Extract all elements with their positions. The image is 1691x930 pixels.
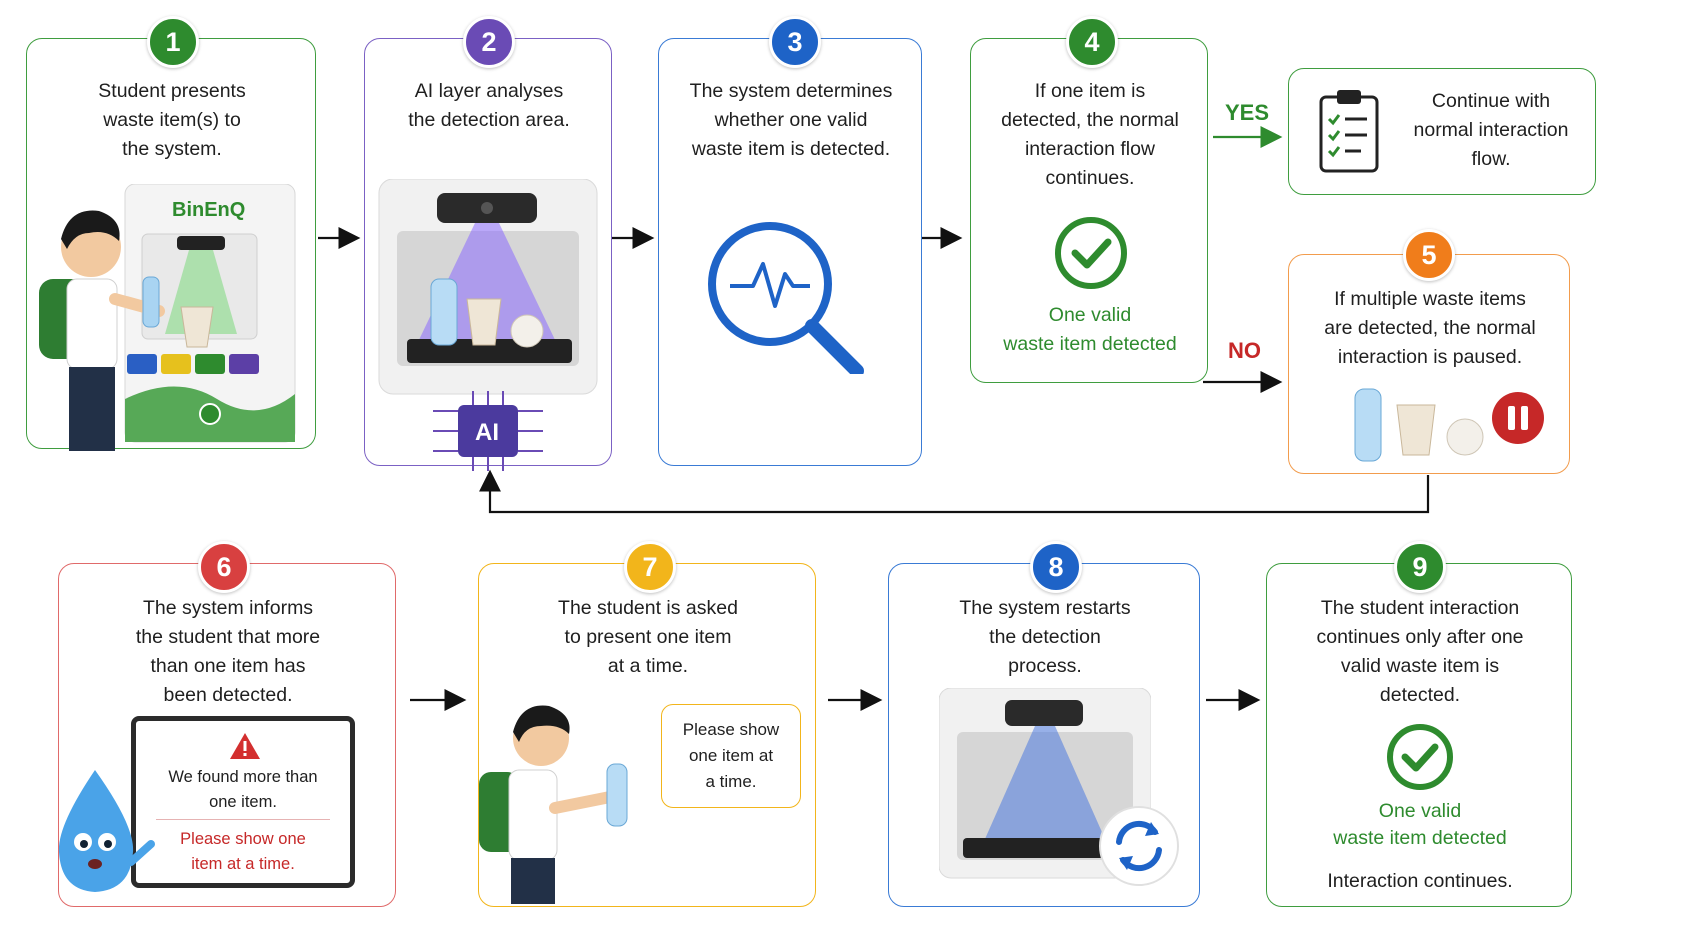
step-3-text: The system determines whether one valid … [689,80,893,160]
step-1-badge: 1 [147,16,199,68]
speech-bubble: Please show one item at a time. [661,704,801,808]
alert-instruction: Please show one item at a time. [180,830,306,873]
step-1-card: Student presents waste item(s) to the sy… [26,38,316,451]
ai-chip-label: AI [475,419,499,446]
warning-icon [230,733,260,759]
step-2-card: AI layer analyses the detection area. AI [364,38,612,471]
step-8-card: The system restarts the detection proces… [888,563,1200,907]
step-9-result: One valid waste item detected [1333,800,1507,849]
check-circle-icon [1055,217,1127,289]
step-6-text: The system informs the student that more… [135,597,321,706]
detection-chamber-restart-illustration [939,688,1151,879]
step-8-badge: 8 [1030,541,1082,593]
step-5-text: If multiple waste items are detected, th… [1324,288,1536,368]
refresh-icon [1099,806,1179,886]
pause-icon [1492,392,1544,444]
check-circle-icon [1387,724,1453,790]
search-pulse-icon [708,222,864,374]
alert-screen: We found more than one item. Please show… [131,716,355,888]
detection-chamber-illustration [378,179,598,395]
step-8-text: The system restarts the detection proces… [959,597,1131,677]
arrow-5-loop [479,469,1430,514]
continue-card: Continue with normal interaction flow. [1288,68,1596,195]
cup-illustration [180,306,214,348]
step-5-badge: 5 [1403,229,1455,281]
alert-message: We found more than one item. [168,768,318,811]
multiple-items-illustration [1354,388,1484,462]
step-2-text: AI layer analyses the detection area. [408,80,570,131]
step-1-text: Student presents waste item(s) to the sy… [98,80,246,160]
step-4-text: If one item is detected, the normal inte… [1001,80,1179,189]
step-9-card: The student interaction continues only a… [1266,563,1572,907]
step-5-card: If multiple waste items are detected, th… [1288,254,1570,474]
continue-text: Continue with normal interaction flow. [1413,90,1569,170]
step-2-badge: 2 [463,16,515,68]
step-6-card: The system informs the student that more… [58,563,396,907]
step-4-card: If one item is detected, the normal inte… [970,38,1208,383]
water-drop-mascot [58,770,155,892]
step-3-card: The system determines whether one valid … [658,38,922,466]
alert-divider [156,819,330,820]
student-holding-bottle-illustration [479,705,628,904]
step-9-text: The student interaction continues only a… [1316,597,1524,706]
step-9-footer: Interaction continues. [1327,870,1513,892]
branch-yes-label: YES [1225,100,1270,125]
student-illustration [39,210,165,451]
step-3-badge: 3 [769,16,821,68]
step-7-badge: 7 [624,541,676,593]
step-7-text: The student is asked to present one item… [558,597,738,677]
clipboard-checklist-icon [1319,90,1379,173]
step-9-badge: 9 [1394,541,1446,593]
brand-label: BinEnQ [172,199,246,221]
step-4-badge: 4 [1066,16,1118,68]
step-7-card: The student is asked to present one item… [478,563,816,907]
branch-no-label: NO [1228,338,1261,363]
step-4-result: One valid waste item detected [1003,304,1177,355]
step-6-badge: 6 [198,541,250,593]
ai-chip-icon [433,391,543,471]
